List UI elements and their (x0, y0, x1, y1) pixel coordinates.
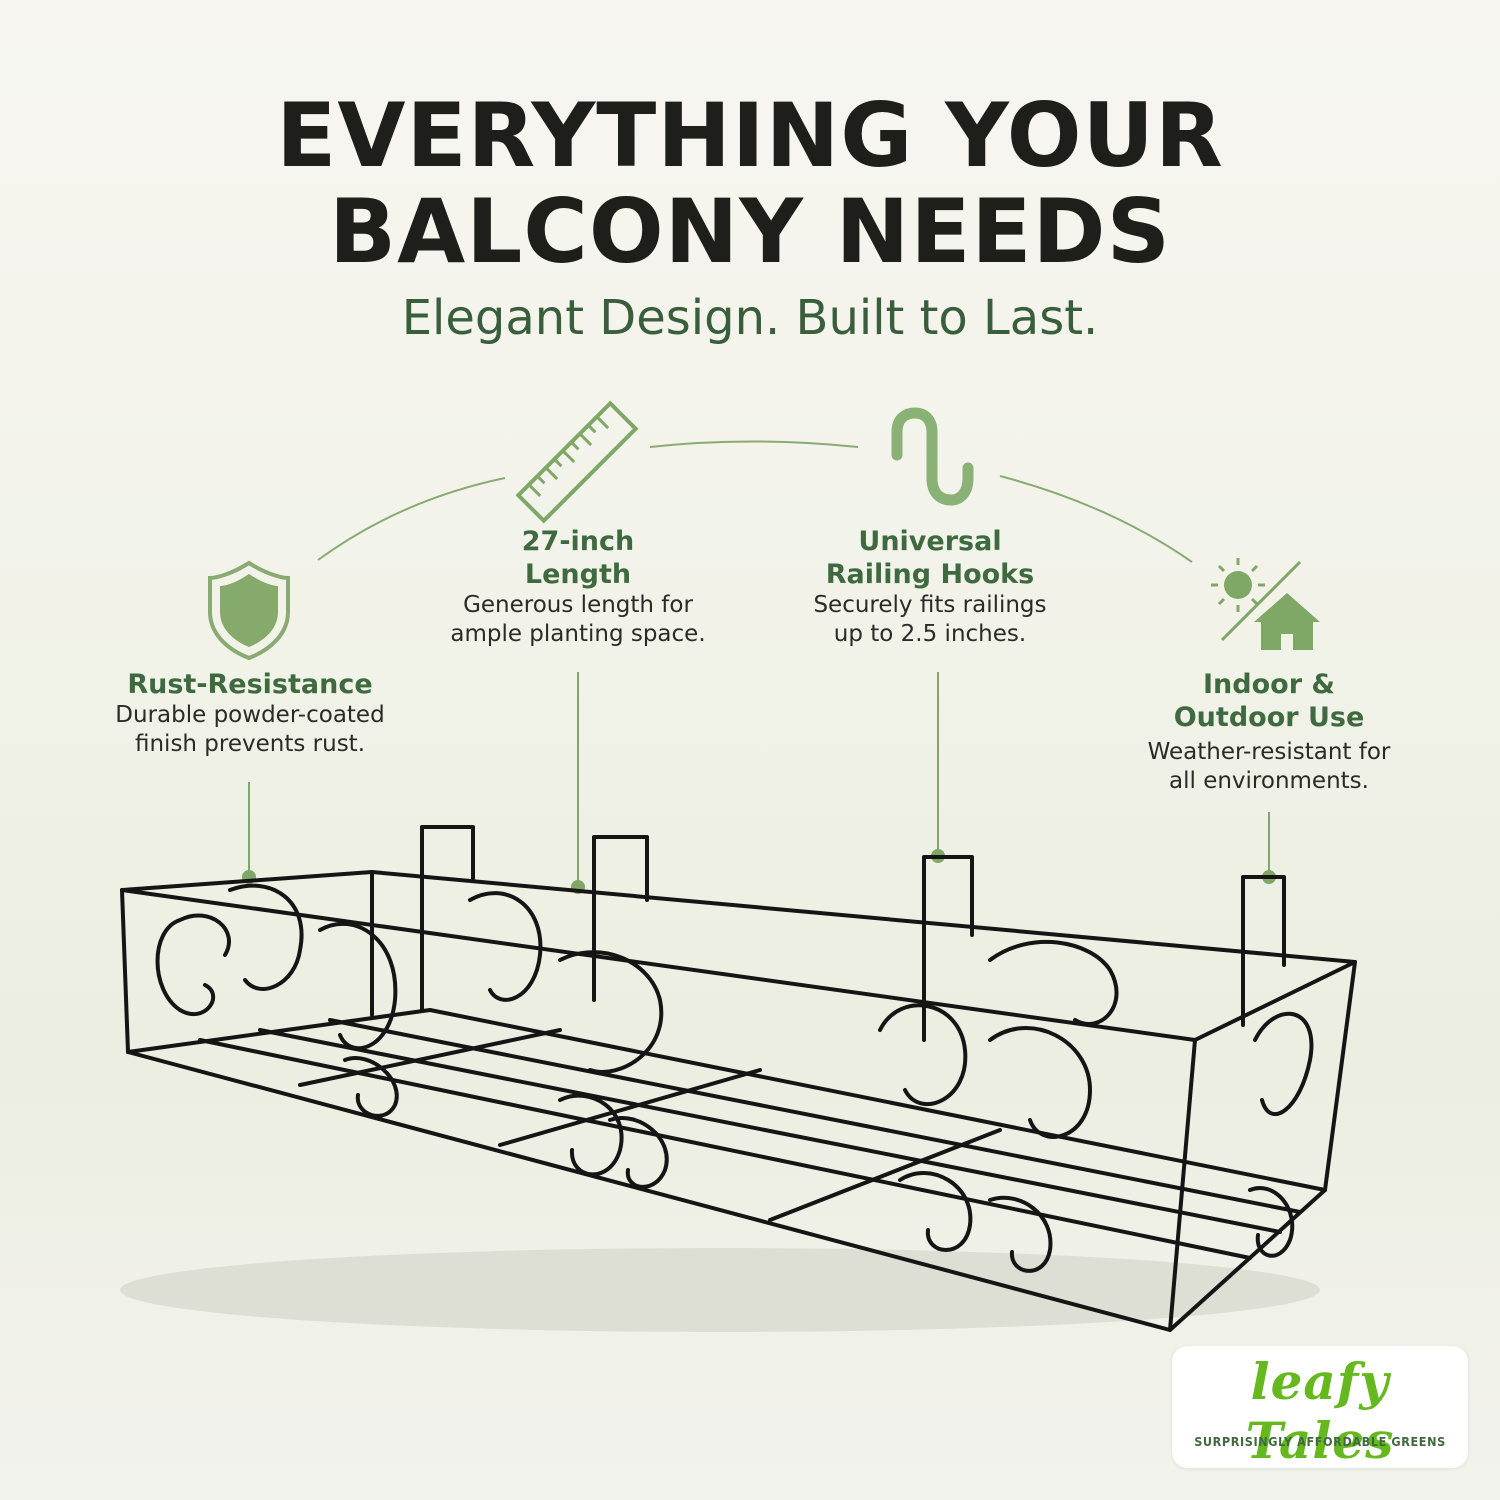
feature-title: Indoor & Outdoor Use (1173, 669, 1365, 733)
feature-description: Generous length for ample planting space… (450, 592, 706, 647)
feature-title: Rust-Resistance (127, 669, 373, 700)
feature-description: Securely fits railings up to 2.5 inches. (813, 592, 1047, 647)
subtitle: Elegant Design. Built to Last. (401, 290, 1099, 346)
feature-railing-hooks: Universal Railing Hooks Securely fits ra… (750, 525, 1110, 649)
feature-title: 27-inch Length (521, 526, 635, 590)
s-hook-icon (891, 407, 974, 506)
planter-shadow (120, 1248, 1320, 1332)
ruler-icon (515, 400, 639, 524)
shield-icon (208, 560, 290, 661)
sun-house-icon (1211, 558, 1320, 650)
brand-name: leafy Tales (1245, 1352, 1395, 1470)
feature-length: 27-inch Length Generous length for ample… (398, 525, 758, 649)
feature-description: Durable powder-coated finish prevents ru… (115, 702, 385, 757)
feature-indoor-outdoor: Indoor & Outdoor Use Weather-resistant f… (1110, 668, 1428, 796)
planter-basket (120, 825, 1357, 1332)
headline-line-2: BALCONY NEEDS (329, 180, 1171, 283)
feature-description: Weather-resistant for all environments. (1147, 739, 1391, 794)
brand-logo: leafy Tales SURPRISINGLY AFFORDABLE GREE… (1172, 1346, 1468, 1470)
brand-tagline: SURPRISINGLY AFFORDABLE GREENS (1194, 1434, 1446, 1449)
feature-title: Universal Railing Hooks (825, 526, 1035, 590)
headline-line-1: EVERYTHING YOUR (276, 84, 1224, 187)
feature-rust-resistance: Rust-Resistance Durable powder-coated fi… (70, 668, 430, 759)
feature-connector-arc (317, 440, 1193, 563)
